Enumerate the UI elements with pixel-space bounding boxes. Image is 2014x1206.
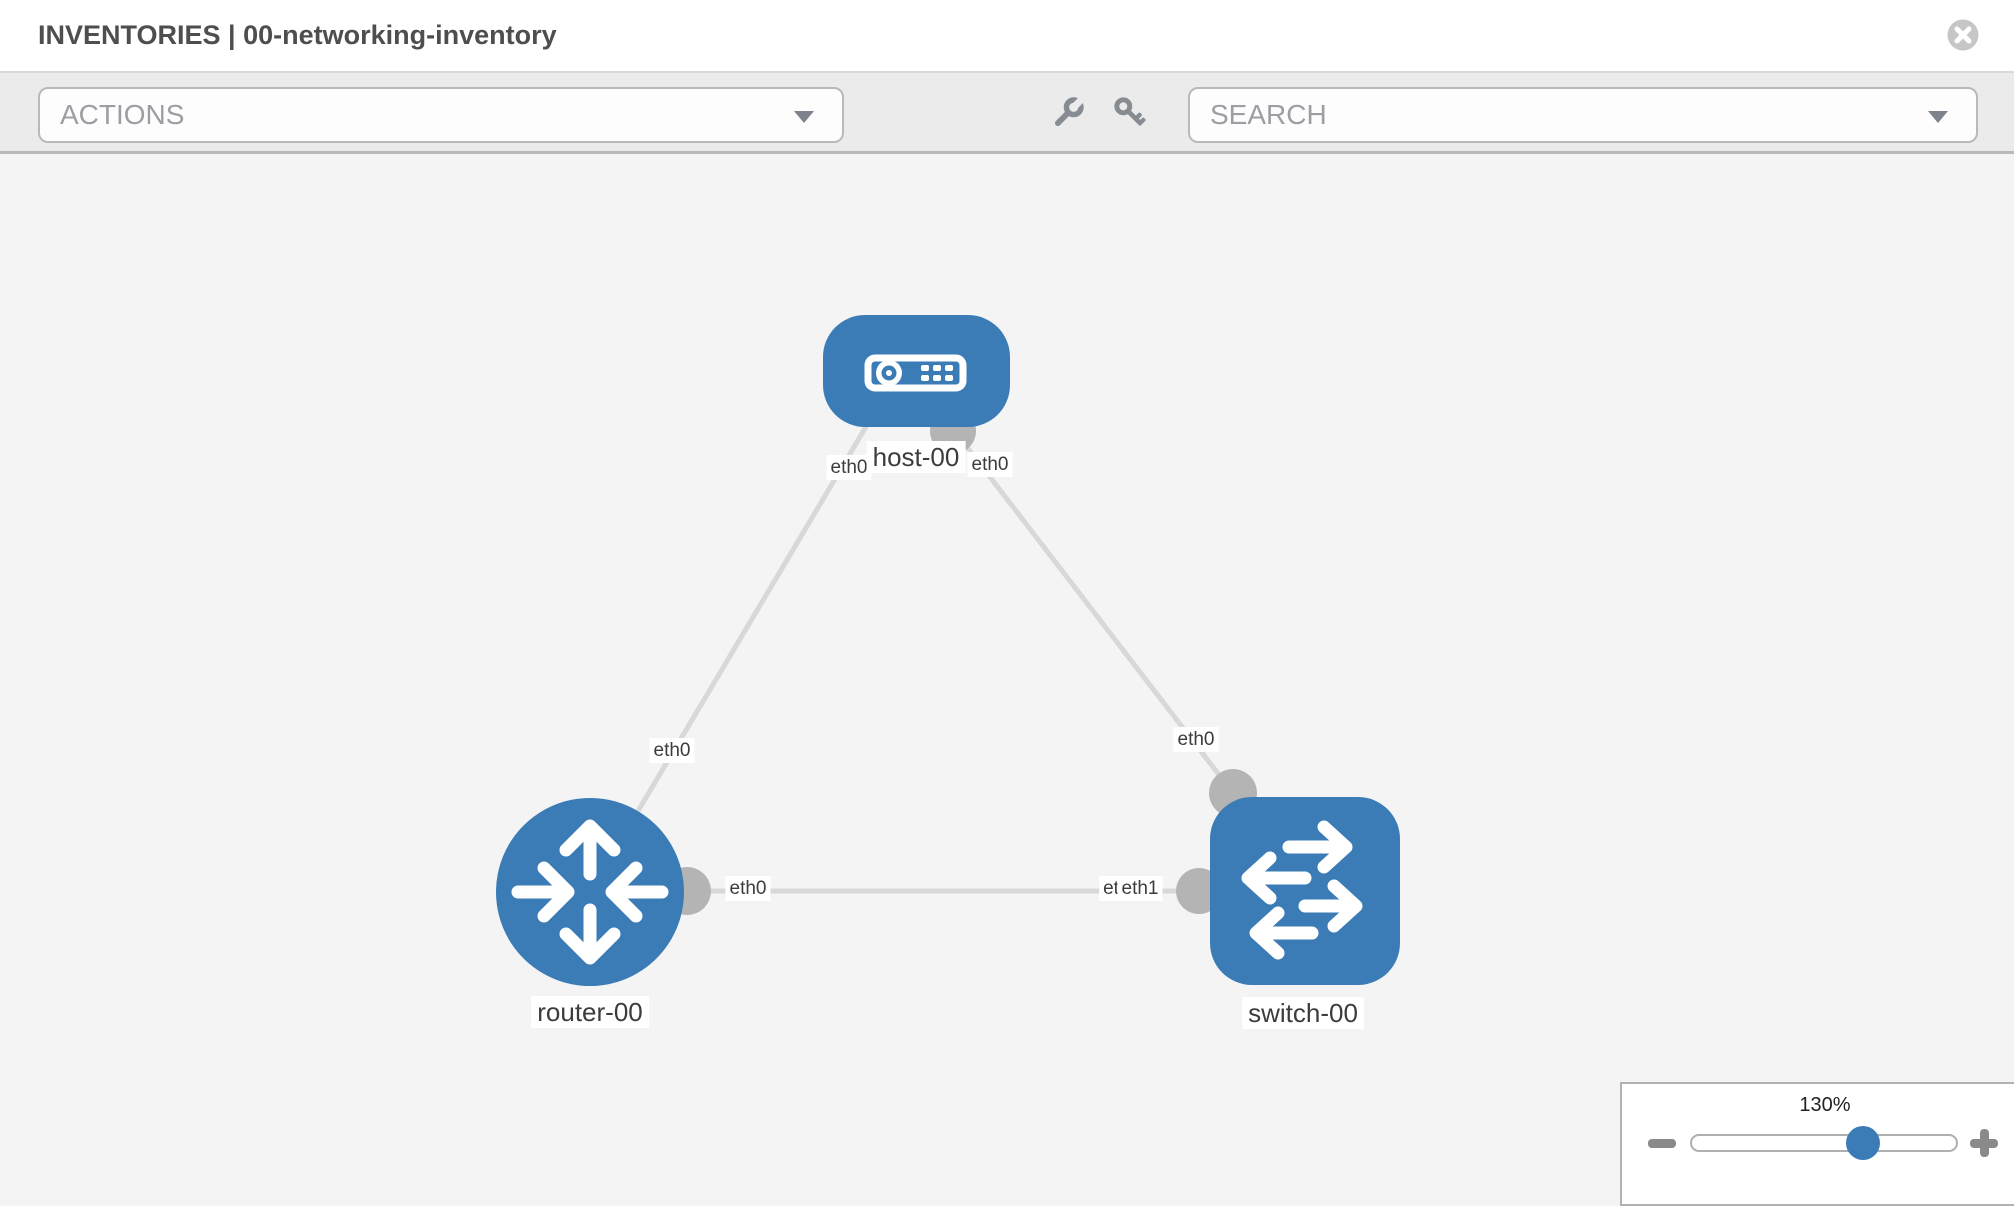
plus-icon [1979, 1129, 1989, 1157]
interface-label-switch-left-clipped: et [1099, 876, 1123, 901]
zoom-panel: 130% [1620, 1082, 2014, 1206]
node-label-host-00: host-00 [866, 441, 966, 473]
node-label-router-00: router-00 [531, 996, 649, 1028]
toolbar: ACTIONS SEARCH [0, 73, 2014, 154]
interface-label-host-right: eth0 [967, 452, 1013, 477]
configure-tools-button[interactable] [1048, 95, 1086, 138]
search-dropdown-label: SEARCH [1210, 99, 1327, 130]
zoom-out-button[interactable] [1648, 1139, 1676, 1148]
actions-dropdown[interactable]: ACTIONS [38, 87, 844, 143]
zoom-slider-track[interactable] [1690, 1134, 1958, 1152]
zoom-level: 130% [1799, 1094, 1851, 1116]
chevron-down-icon [794, 111, 814, 123]
node-router-00[interactable] [496, 798, 684, 986]
modal-header: INVENTORIES | 00-networking-inventory [0, 0, 2014, 73]
key-credentials-button[interactable] [1112, 95, 1149, 137]
node-label-switch-00: switch-00 [1242, 997, 1364, 1029]
interface-label-router-top: eth0 [649, 738, 695, 763]
interface-label-host-left: eth0 [826, 455, 872, 480]
key-icon [1114, 97, 1146, 126]
actions-dropdown-label: ACTIONS [60, 99, 185, 130]
zoom-in-button[interactable] [1969, 1128, 1999, 1158]
search-dropdown[interactable]: SEARCH [1188, 87, 1978, 143]
times-circle-icon [1947, 19, 1979, 51]
router-icon [511, 819, 669, 965]
topology-canvas[interactable] [0, 154, 2014, 1200]
page-title: INVENTORIES | 00-networking-inventory [38, 20, 557, 50]
interface-label-switch-left: eth1 [1117, 876, 1163, 901]
host-icon [864, 354, 967, 392]
interface-label-switch-top: eth0 [1173, 727, 1219, 752]
zoom-slider-knob[interactable] [1846, 1126, 1880, 1160]
node-host-00[interactable] [823, 315, 1010, 427]
close-button[interactable] [1945, 17, 1981, 53]
chevron-down-icon [1928, 111, 1948, 123]
interface-label-router-right: eth0 [725, 876, 771, 901]
wrench-icon [1054, 96, 1085, 127]
node-switch-00[interactable] [1210, 797, 1400, 985]
switch-icon [1241, 820, 1363, 960]
